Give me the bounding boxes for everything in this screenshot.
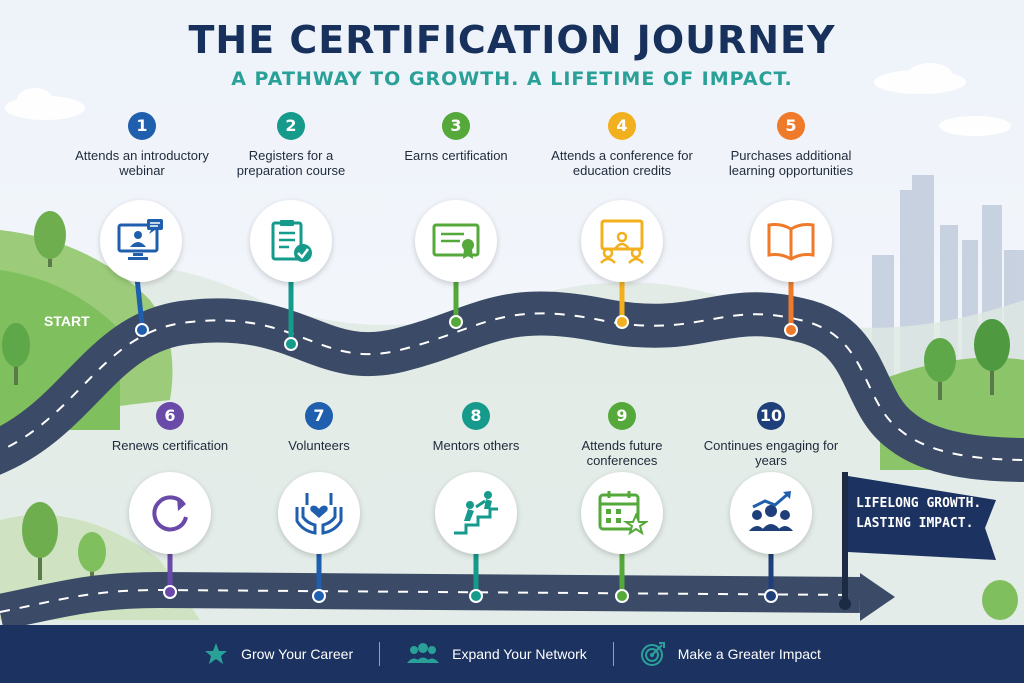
step-number-badge: 8: [462, 402, 490, 430]
open-book-icon: [750, 200, 832, 282]
step-1: 1 Attends an introductory webinar: [57, 112, 227, 178]
step-label: Continues engaging for years: [703, 438, 839, 468]
step-number-badge: 2: [277, 112, 305, 140]
mentor-climb-icon: [435, 472, 517, 554]
clipboard-check-icon: [250, 200, 332, 282]
step-label: Earns certification: [404, 148, 508, 163]
step-number-badge: 7: [305, 402, 333, 430]
step-number-badge: 3: [442, 112, 470, 140]
people-group-icon: [407, 643, 440, 663]
road-lower: [0, 571, 895, 630]
step-number-badge: 10: [757, 402, 785, 430]
footer-divider: [612, 642, 614, 666]
step-label: Attends a conference for education credi…: [551, 148, 693, 178]
step-6: 6 Renews certification: [85, 402, 255, 453]
footer-item-impact: Make a Greater Impact: [614, 641, 847, 667]
step-9: 9 Attends future conferences: [537, 402, 707, 468]
start-sign: START: [34, 307, 110, 335]
step-label: Registers for a preparation course: [236, 148, 346, 178]
footer-item-career: Grow Your Career: [177, 641, 379, 667]
flag-message: LIFELONG GROWTH. LASTING IMPACT.: [856, 494, 986, 534]
helping-hands-heart-icon: [278, 472, 360, 554]
step-number-badge: 1: [128, 112, 156, 140]
conference-audience-icon: [581, 200, 663, 282]
step-7: 7 Volunteers: [234, 402, 404, 453]
footer-label: Expand Your Network: [452, 646, 587, 662]
footer-item-network: Expand Your Network: [380, 641, 613, 667]
step-4: 4 Attends a conference for education cre…: [537, 112, 707, 178]
cloud-icon: [5, 63, 1011, 136]
growth-people-icon: [730, 472, 812, 554]
footer-label: Make a Greater Impact: [677, 646, 821, 662]
step-label: Attends an introductory webinar: [75, 148, 209, 178]
road-upper: [0, 291, 1024, 482]
step-label: Purchases additional learning opportunit…: [728, 148, 854, 178]
page-subtitle: A PATHWAY TO GROWTH. A LIFETIME OF IMPAC…: [231, 68, 793, 90]
step-5: 5 Purchases additional learning opportun…: [706, 112, 876, 178]
flag-line-2: LASTING IMPACT.: [856, 516, 974, 531]
step-number-badge: 4: [608, 112, 636, 140]
webinar-monitor-icon: [100, 200, 182, 282]
page-title: THE CERTIFICATION JOURNEY: [188, 18, 836, 62]
renew-arrow-icon: [129, 472, 211, 554]
finish-flag-icon: [839, 472, 996, 610]
footer-label: Grow Your Career: [241, 646, 354, 662]
calendar-star-icon: [581, 472, 663, 554]
footer-bar: Grow Your Career Expand Your Network Mak…: [0, 625, 1024, 683]
footer-divider: [379, 642, 381, 666]
step-8: 8 Mentors others: [391, 402, 561, 453]
step-number-badge: 9: [608, 402, 636, 430]
step-3: 3 Earns certification: [371, 112, 541, 163]
step-10: 10 Continues engaging for years: [686, 402, 856, 468]
flag-line-1: LIFELONG GROWTH.: [856, 496, 982, 511]
step-label: Attends future conferences: [581, 438, 663, 468]
step-2: 2 Registers for a preparation course: [206, 112, 376, 178]
step-number-badge: 5: [777, 112, 805, 140]
step-label: Mentors others: [432, 438, 520, 453]
step-label: Renews certification: [111, 438, 229, 453]
tree-icon: [2, 211, 1018, 620]
star-icon: [205, 643, 228, 664]
step-label: Volunteers: [288, 438, 350, 453]
step-number-badge: 6: [156, 402, 184, 430]
target-arrow-icon: [640, 642, 665, 666]
certificate-icon: [415, 200, 497, 282]
